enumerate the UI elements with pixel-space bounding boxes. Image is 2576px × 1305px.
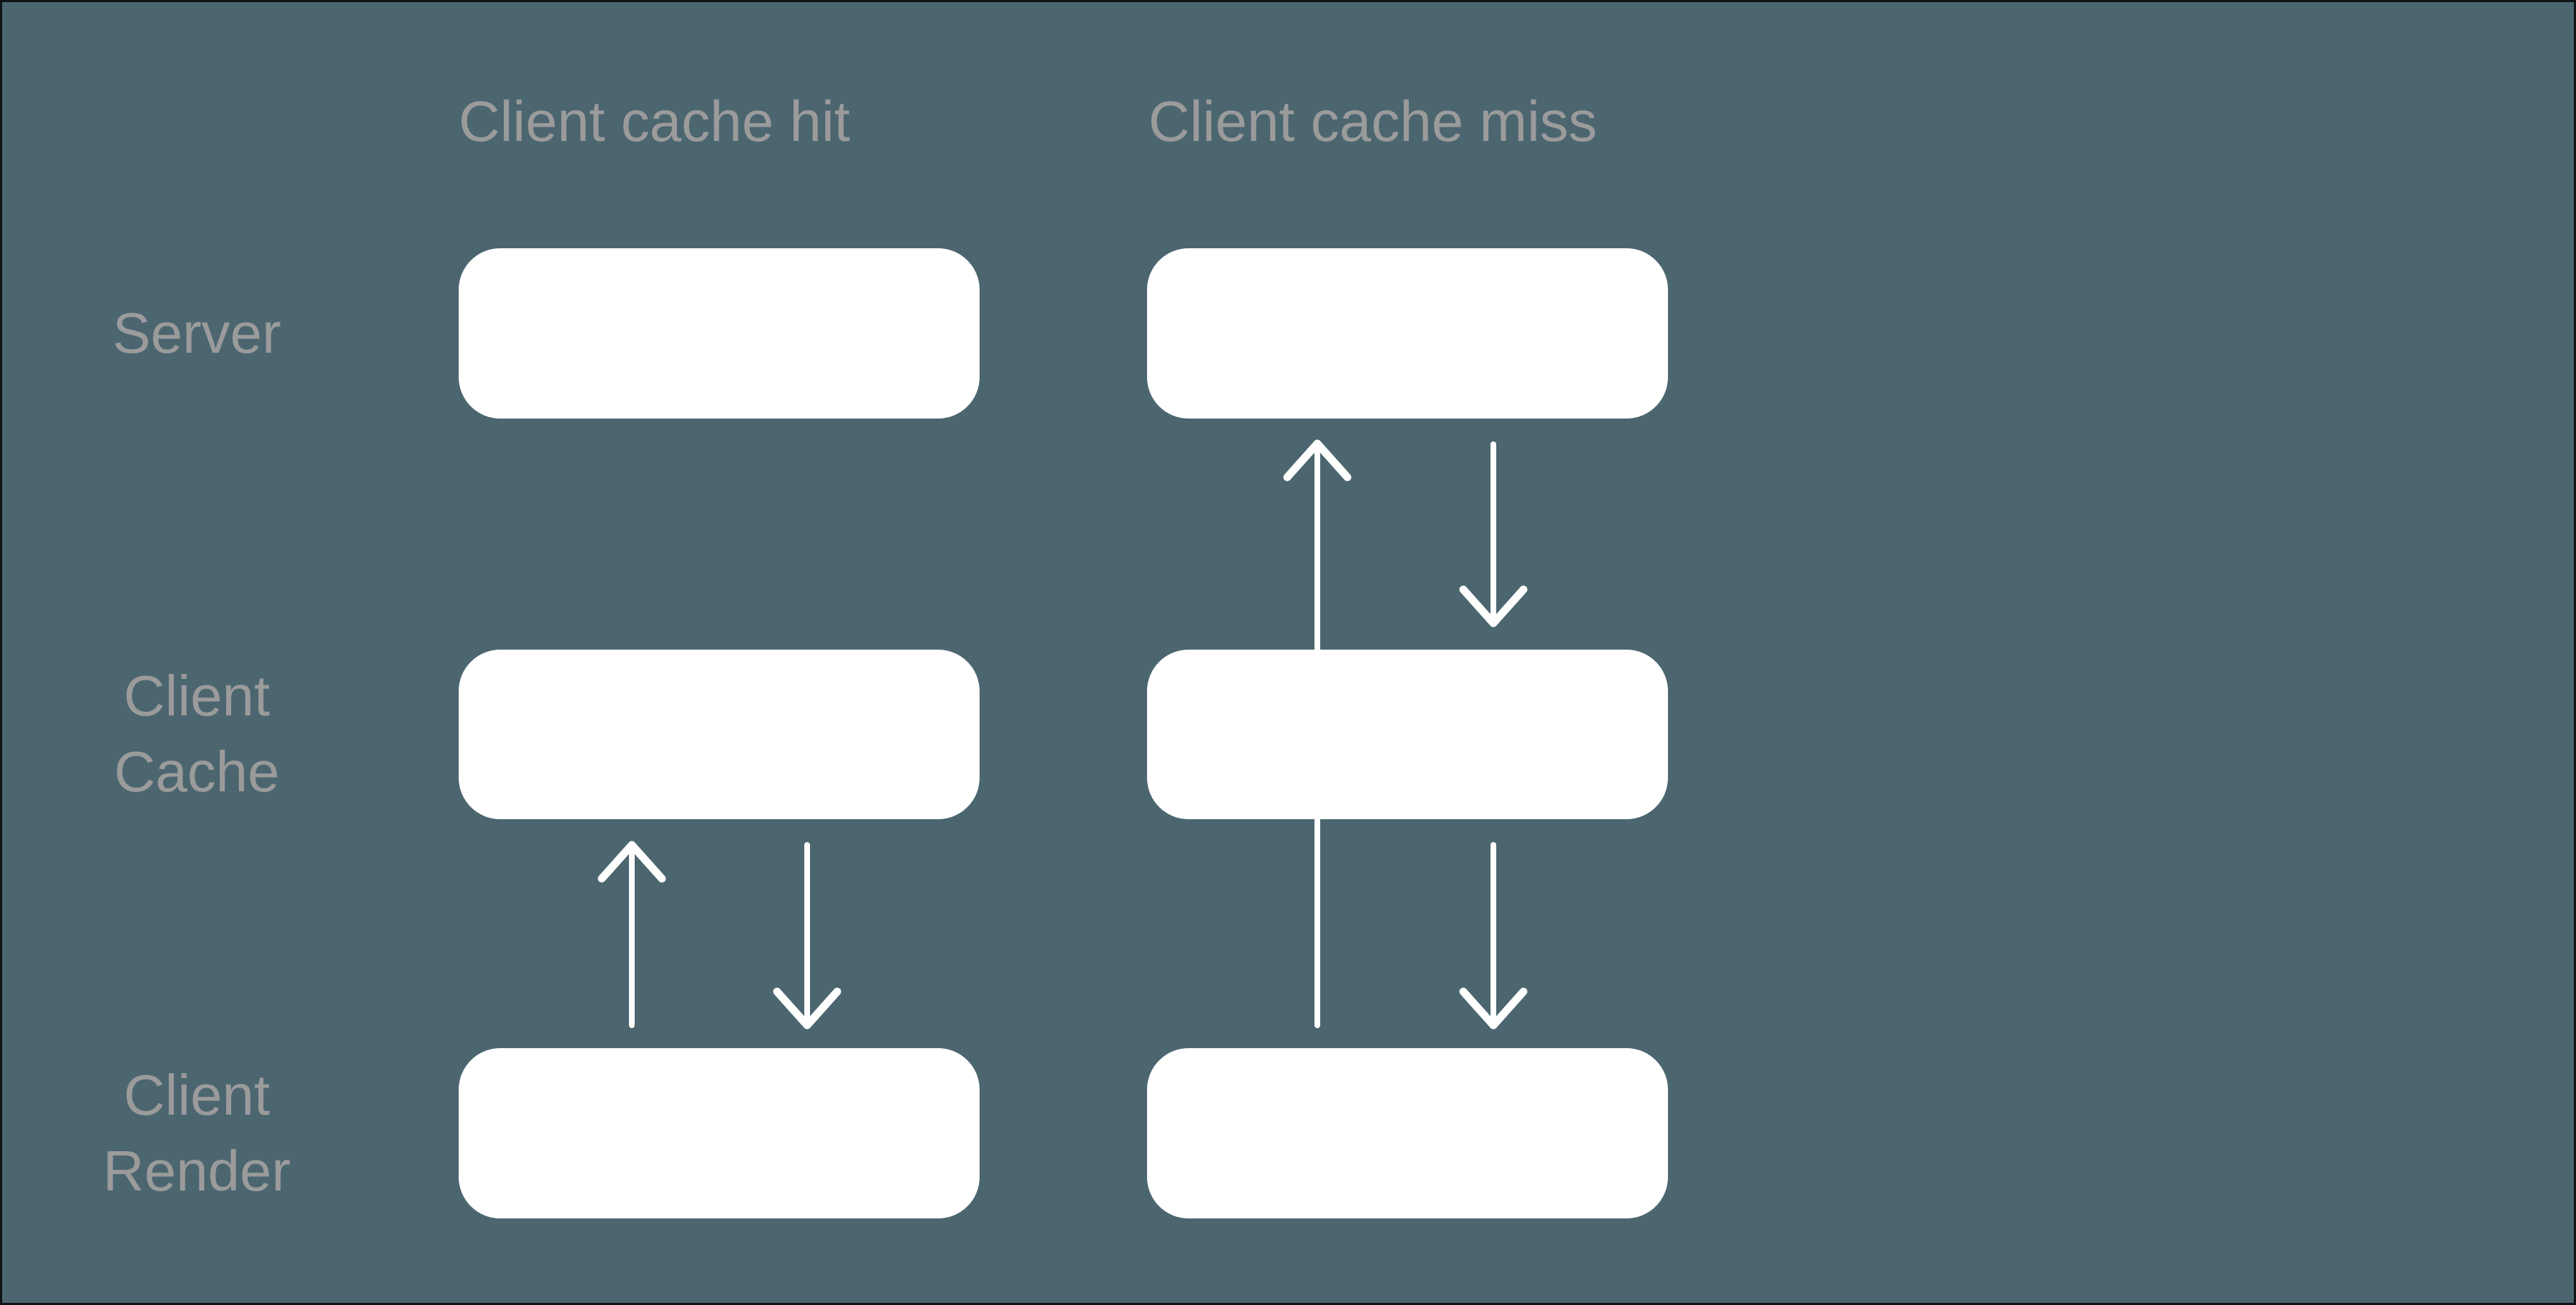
miss-client-cache-box xyxy=(1147,650,1668,819)
hit-client-cache-box xyxy=(459,650,980,819)
hit-client-render-box xyxy=(459,1048,980,1218)
miss-client-render-box xyxy=(1147,1048,1668,1218)
arrow-down-server-to-cache-icon xyxy=(1459,441,1528,627)
row-label-server: Server xyxy=(68,295,326,371)
row-label-client-render-line-2: Render xyxy=(102,1139,291,1203)
row-label-client-cache-line-2: Cache xyxy=(114,740,280,803)
row-label-client-cache-line-1: Client xyxy=(123,664,270,728)
arrow-up-render-to-cache-icon xyxy=(597,841,666,1028)
row-label-client-render: Client Render xyxy=(68,1057,326,1209)
arrow-down-cache-to-render-miss-icon xyxy=(1459,842,1528,1030)
row-label-server-line: Server xyxy=(112,301,281,365)
arrow-down-cache-to-render-icon xyxy=(773,842,841,1030)
hit-server-box xyxy=(459,248,980,419)
column-header-cache-hit: Client cache hit xyxy=(459,89,850,153)
column-header-cache-miss: Client cache miss xyxy=(1148,89,1597,153)
row-label-client-cache: Client Cache xyxy=(68,658,326,810)
row-label-client-render-line-1: Client xyxy=(123,1063,270,1127)
miss-server-box xyxy=(1147,248,1668,419)
